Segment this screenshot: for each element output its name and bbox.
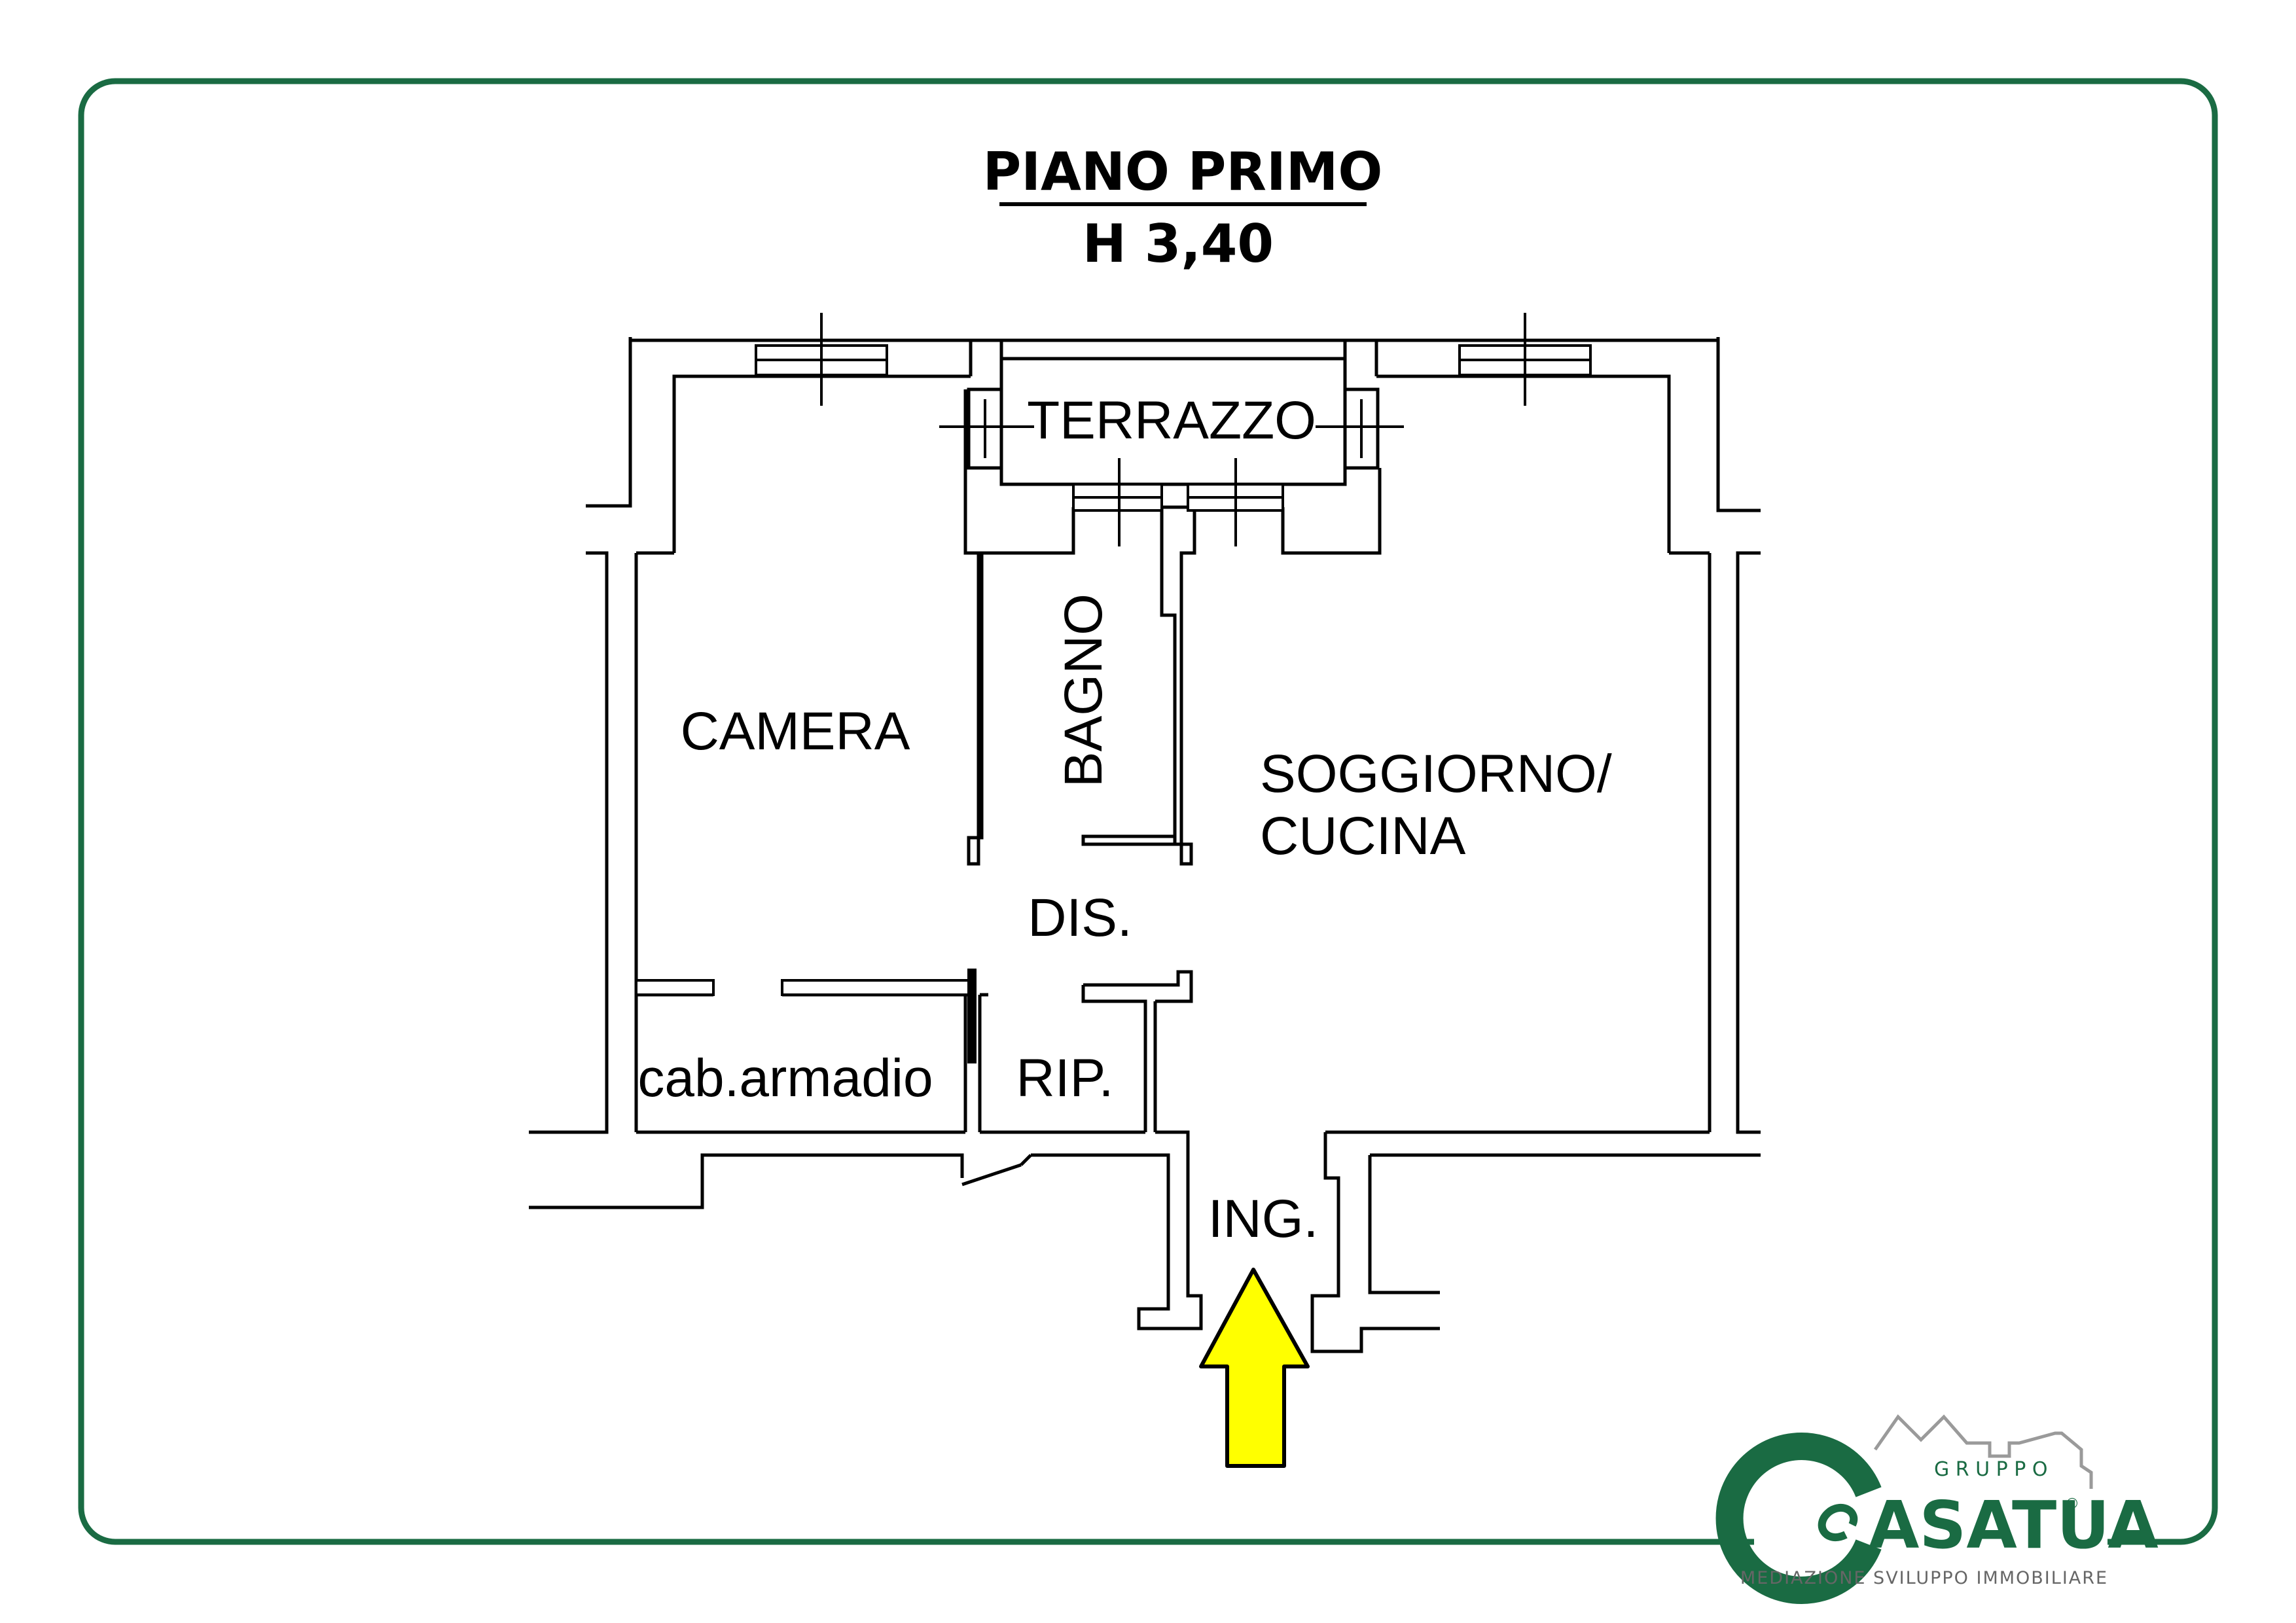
- room-label-rip: RIP.: [1016, 1048, 1114, 1108]
- wardrobe-door: [967, 969, 977, 1063]
- windows: [635, 313, 1592, 996]
- logo-registered: ®: [2065, 1496, 2079, 1512]
- logo-tagline: MEDIAZIONE SVILUPPO IMMOBILIARE: [1740, 1568, 2108, 1588]
- page-frame: [78, 78, 2218, 1545]
- entrance-arrow-icon: [1199, 1268, 1310, 1468]
- plan-height: H 3,40: [1083, 213, 1274, 274]
- logo-gruppo: G R U P P O: [1934, 1458, 2048, 1481]
- company-logo: G R U P P O ASATUA ® MEDIAZIONE SVILUPPO…: [1715, 1414, 2159, 1604]
- logo-brand: ASATUA: [1869, 1487, 2159, 1563]
- room-label-cucina: CUCINA: [1260, 806, 1466, 866]
- room-label-cab-armadio: cab.armadio: [637, 1048, 933, 1108]
- room-label-camera: CAMERA: [681, 702, 910, 761]
- room-label-terrazzo: TERRAZZO: [1027, 391, 1316, 450]
- room-label-dis: DIS.: [1028, 888, 1132, 948]
- plan-title: PIANO PRIMO: [983, 141, 1383, 202]
- room-label-soggiorno: SOGGIORNO/: [1260, 744, 1612, 804]
- room-label-bagno: BAGNO: [1054, 594, 1113, 787]
- room-label-ing: ING.: [1208, 1189, 1319, 1249]
